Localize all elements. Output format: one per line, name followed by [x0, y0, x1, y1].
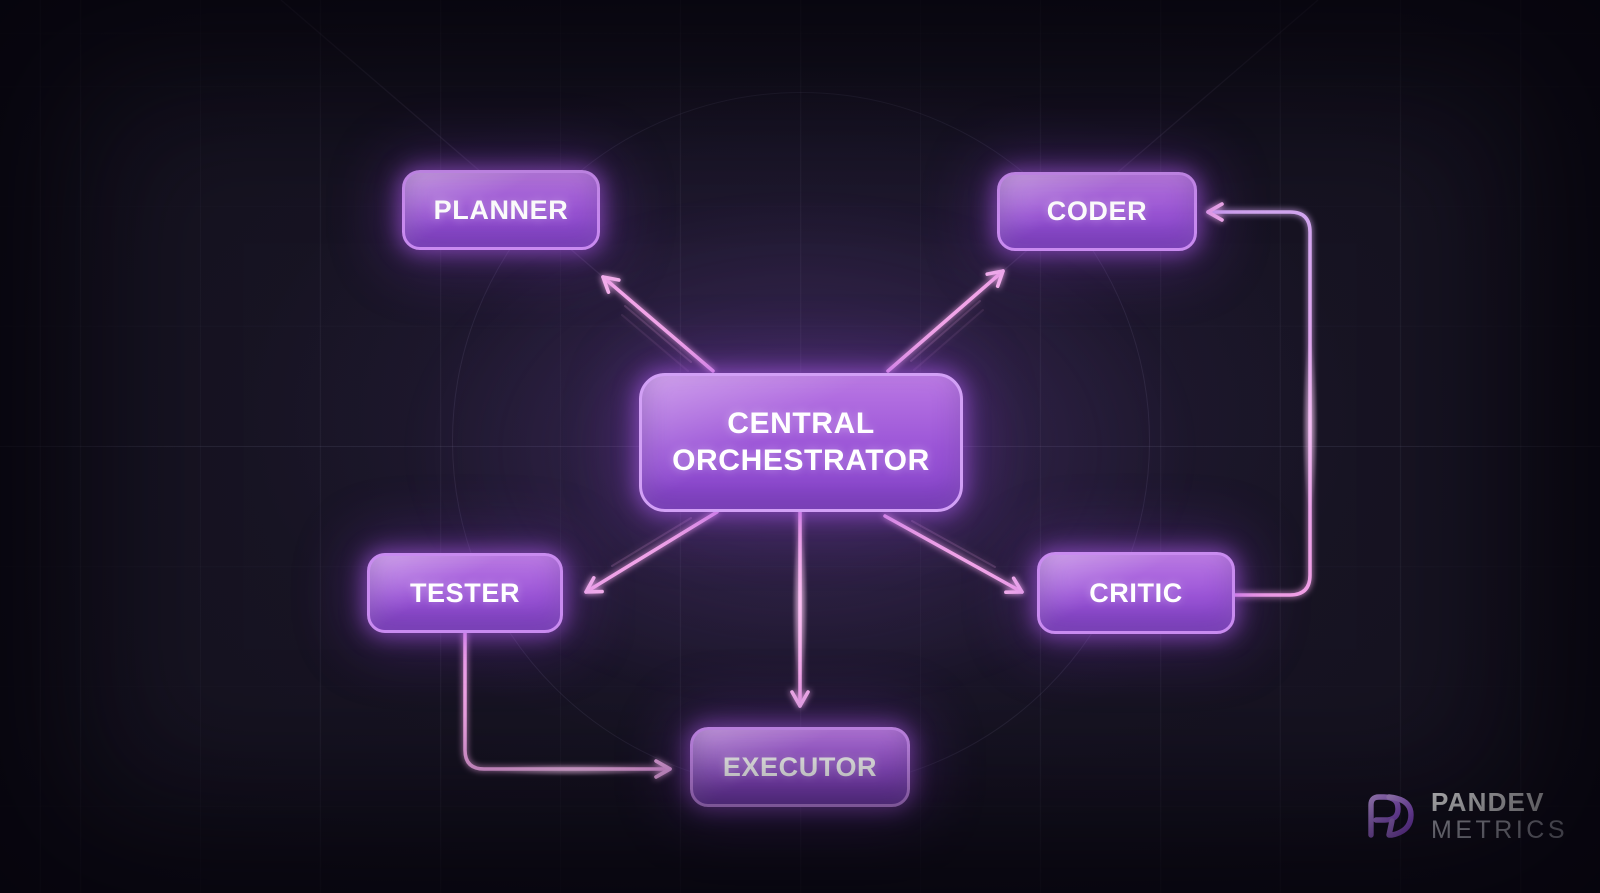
node-coder-label: CODER [1046, 196, 1148, 226]
node-critic-label: CRITIC [1089, 577, 1183, 608]
pandev-monogram-icon [1368, 794, 1414, 838]
node-central-orchestrator: CENTRAL ORCHESTRATOR [639, 373, 963, 512]
edge-orchestrator-planner [601, 275, 715, 373]
edge-motion-ghosts [611, 300, 996, 568]
edge-critic-coder-feedback [1206, 202, 1312, 597]
node-tester: TESTER [367, 553, 563, 633]
node-central-orchestrator-label: CENTRAL ORCHESTRATOR [672, 406, 930, 477]
node-coder: CODER [997, 172, 1197, 251]
brand-tagline: METRICS [1431, 816, 1568, 844]
brand-logo: PANDEV METRICS [1358, 788, 1568, 844]
edge-orchestrator-tester [584, 510, 719, 594]
node-executor: EXECUTOR [690, 727, 910, 807]
node-critic: CRITIC [1037, 552, 1235, 634]
brand-name: PANDEV [1431, 787, 1545, 817]
node-tester-label: TESTER [409, 577, 521, 608]
node-planner: PLANNER [402, 170, 600, 250]
edge-tester-executor [463, 631, 672, 779]
brand-text: PANDEV METRICS [1431, 789, 1568, 843]
edge-orchestrator-critic [883, 514, 1024, 595]
edge-orchestrator-coder [886, 269, 1005, 373]
node-executor-label: EXECUTOR [722, 751, 878, 782]
node-planner-label: PLANNER [433, 194, 569, 225]
